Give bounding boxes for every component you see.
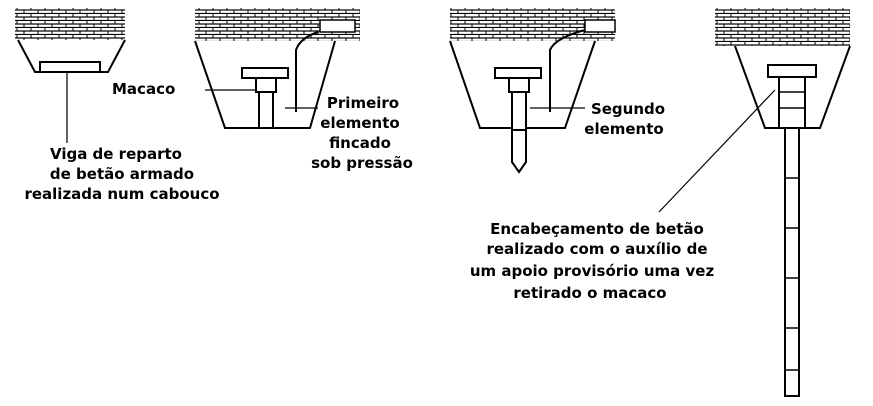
label-primeiro-2: elemento — [320, 114, 399, 132]
concrete-cap — [778, 76, 806, 129]
label-encab-4: retirado o macaco — [513, 284, 666, 302]
pump-box-3 — [584, 19, 616, 33]
beam-4 — [767, 64, 817, 78]
label-encab-2: realizado com o auxílio de — [486, 240, 707, 258]
label-segundo-1: Segundo — [591, 100, 665, 118]
pile-element-2 — [258, 91, 274, 129]
pump-box-2 — [319, 19, 356, 33]
pile-element-3a — [511, 91, 527, 131]
stage-3-second-element — [449, 8, 616, 174]
masonry-wall-4 — [715, 8, 850, 46]
pile-column — [784, 127, 800, 397]
stage-1-excavation — [15, 8, 126, 143]
masonry-wall-1 — [15, 8, 125, 40]
label-segundo-2: elemento — [584, 120, 663, 138]
label-primeiro-1: Primeiro — [327, 94, 399, 112]
beam-2 — [241, 67, 289, 79]
label-primeiro-4: sob pressão — [311, 154, 413, 172]
beam-1 — [39, 61, 101, 73]
stage-4-completed — [658, 8, 851, 397]
beam-3 — [494, 67, 542, 79]
hydraulic-hose-3 — [549, 29, 586, 112]
jack-3 — [508, 77, 530, 93]
label-primeiro-3: fincado — [329, 134, 391, 152]
pile-element-3b — [511, 129, 527, 174]
label-encab-3: um apoio provisório uma vez — [470, 262, 715, 280]
label-viga-3: realizada num cabouco — [24, 185, 219, 203]
label-encab-1: Encabeçamento de betão — [490, 220, 704, 238]
jack-2 — [255, 77, 277, 93]
hydraulic-hose-2 — [295, 31, 319, 112]
label-macaco: Macaco — [112, 80, 175, 98]
stage-2-first-element — [194, 8, 360, 129]
label-viga-1: Viga de reparto — [50, 145, 182, 163]
leader-encabecamento — [658, 89, 776, 213]
label-viga-2: de betão armado — [50, 165, 194, 183]
